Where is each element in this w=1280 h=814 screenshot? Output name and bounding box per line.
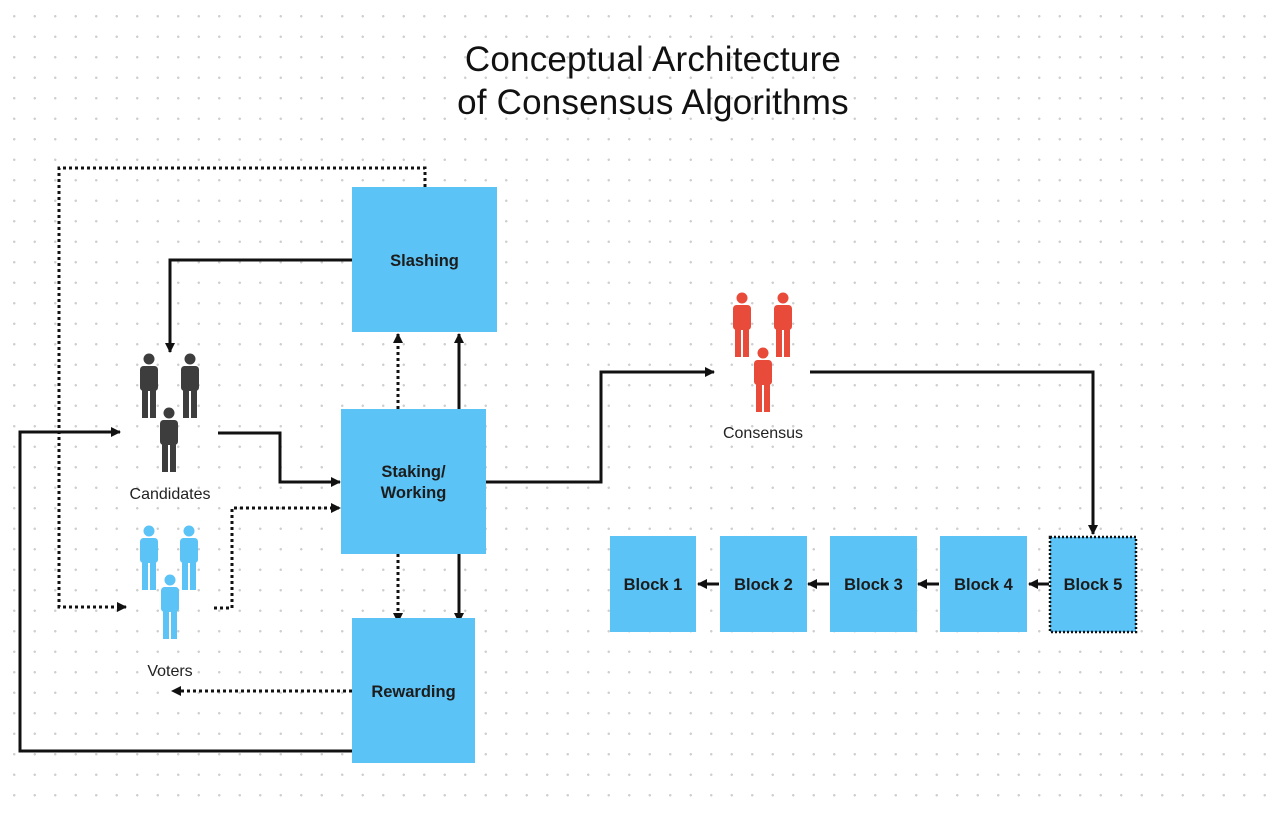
slashing-box[interactable]: Slashing bbox=[352, 187, 497, 332]
staking-box[interactable]: Staking/ Working bbox=[341, 409, 486, 554]
block-5[interactable]: Block 5 bbox=[1048, 535, 1138, 634]
arrow-candidates-to-staking bbox=[218, 431, 341, 487]
block-1-shape bbox=[610, 536, 696, 632]
block-4-shape bbox=[940, 536, 1027, 632]
rewarding-box-shape bbox=[352, 618, 475, 763]
block-2-shape bbox=[720, 536, 807, 632]
rewarding-box[interactable]: Rewarding bbox=[352, 618, 475, 763]
arrow-voters-to-staking bbox=[214, 503, 341, 610]
block-1-label: Block 1 bbox=[624, 576, 683, 594]
block-2[interactable]: Block 2 bbox=[720, 536, 807, 632]
title-line-1: Conceptual Architecture bbox=[464, 40, 842, 79]
block-2-label: Block 2 bbox=[734, 576, 793, 594]
voters-group[interactable]: Voters bbox=[140, 525, 198, 681]
arrow-staking-to-consensus bbox=[486, 367, 715, 484]
block-5-label: Block 5 bbox=[1064, 576, 1123, 594]
block-1[interactable]: Block 1 bbox=[610, 536, 696, 632]
consensus-people-icon bbox=[733, 292, 792, 412]
block-4-label: Block 4 bbox=[954, 576, 1014, 594]
candidates-group[interactable]: Candidates bbox=[130, 353, 211, 504]
arrow-consensus-to-block5 bbox=[810, 370, 1098, 535]
connectors bbox=[18, 166, 1098, 753]
staking-label-line-1: Staking/ bbox=[381, 463, 446, 481]
arrow-rewarding-to-candidates bbox=[18, 427, 352, 753]
staking-box-shape bbox=[341, 409, 486, 554]
voters-label: Voters bbox=[147, 663, 192, 680]
consensus-label: Consensus bbox=[723, 425, 803, 442]
arrow-slashing-to-voters bbox=[57, 166, 427, 612]
block-3[interactable]: Block 3 bbox=[830, 536, 917, 632]
title-line-2: of Consensus Algorithms bbox=[457, 83, 849, 122]
voters-people-icon bbox=[140, 525, 198, 639]
block-4[interactable]: Block 4 bbox=[940, 536, 1027, 632]
block-5-shape bbox=[1048, 535, 1138, 634]
page-title: Conceptual Architecture of Consensus Alg… bbox=[0, 38, 1280, 124]
slashing-label: Slashing bbox=[390, 252, 459, 270]
block-3-shape bbox=[830, 536, 917, 632]
block-3-label: Block 3 bbox=[844, 576, 903, 594]
candidates-people-icon bbox=[140, 353, 199, 472]
arrow-slashing-to-candidates bbox=[165, 258, 352, 353]
staking-label-line-2: Working bbox=[381, 484, 447, 502]
rewarding-label: Rewarding bbox=[371, 683, 455, 701]
candidates-label: Candidates bbox=[130, 486, 211, 503]
slashing-box-shape bbox=[352, 187, 497, 332]
consensus-group[interactable]: Consensus bbox=[723, 292, 803, 443]
